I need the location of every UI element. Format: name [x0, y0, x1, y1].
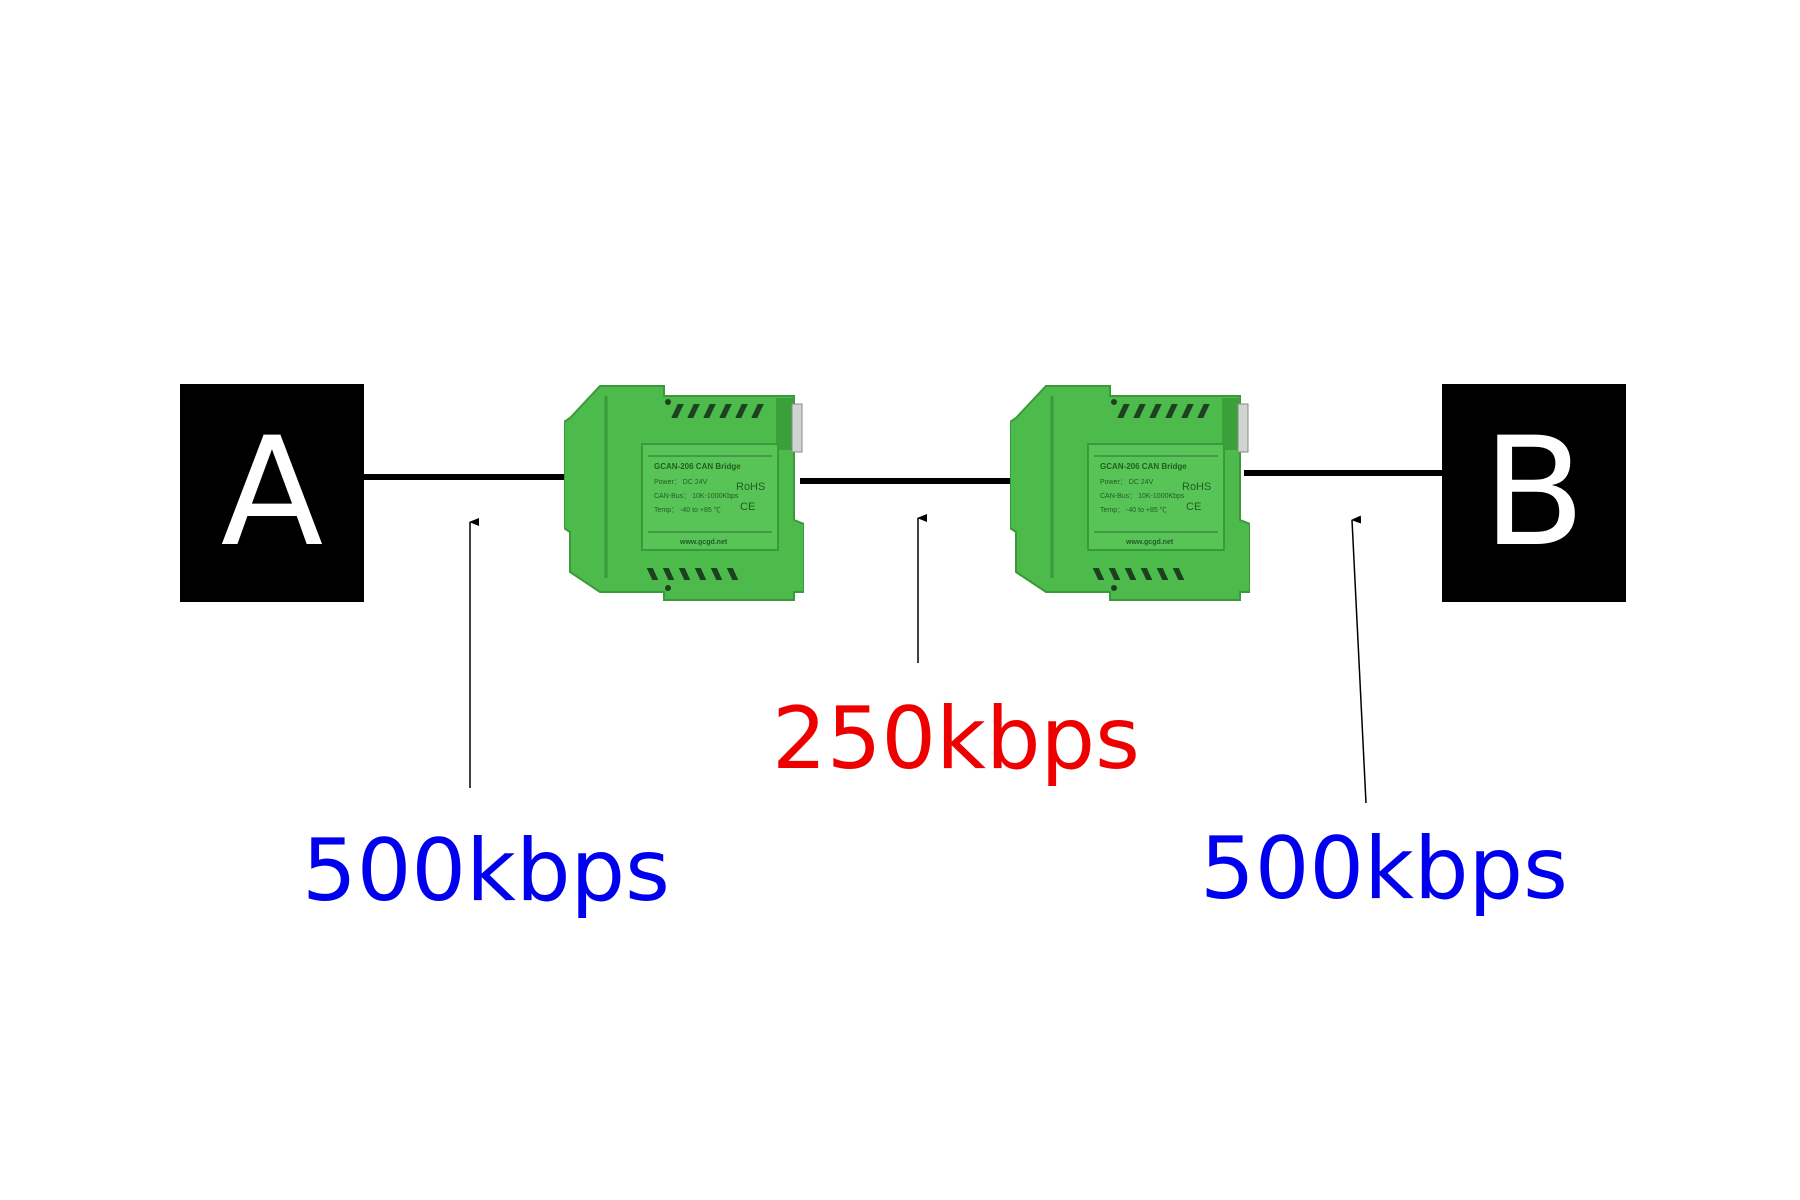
can-bridge-device-1: GCAN-206 CAN Bridge Power： DC 24V CAN-Bu…	[563, 382, 805, 604]
arrow-right-rate	[1351, 515, 1367, 804]
device-1-ce: CE	[740, 501, 755, 513]
can-bridge-device-1-graphic	[563, 385, 805, 601]
device-1-website: www.gcgd.net	[679, 539, 728, 546]
can-bridge-device-1-text: GCAN-206 CAN Bridge Power： DC 24V CAN-Bu…	[654, 462, 765, 546]
device-1-title: GCAN-206 CAN Bridge	[654, 462, 741, 471]
device-1-canbus: CAN-Bus： 10K-1000Kbps	[654, 493, 739, 500]
device-2-canbus: CAN-Bus： 10K-1000Kbps	[1100, 493, 1185, 500]
rate-label-left: 500kbps	[302, 821, 670, 921]
device-2-ce: CE	[1186, 501, 1201, 513]
can-bridge-device-2: GCAN-206 CAN Bridge Power： DC 24V CAN-Bu…	[1009, 382, 1251, 604]
device-1-rohs: RoHS	[736, 481, 765, 493]
device-2-temp: Temp： -40 to +85 ℃	[1100, 506, 1167, 514]
rate-label-right: 500kbps	[1200, 819, 1568, 919]
can-bridge-device-2-text: GCAN-206 CAN Bridge Power： DC 24V CAN-Bu…	[1100, 462, 1211, 546]
node-b-label: B	[1482, 406, 1586, 580]
node-a-label: A	[220, 406, 324, 580]
device-2-website: www.gcgd.net	[1125, 539, 1174, 546]
node-a-box: A	[180, 384, 364, 602]
node-b-box: B	[1442, 384, 1626, 602]
bus-line-a-to-bridge1	[364, 474, 570, 480]
device-2-rohs: RoHS	[1182, 481, 1211, 493]
device-1-power: Power： DC 24V	[654, 479, 708, 486]
rate-label-middle: 250kbps	[772, 689, 1140, 789]
device-2-title: GCAN-206 CAN Bridge	[1100, 462, 1187, 471]
bus-line-bridge2-to-b	[1244, 470, 1442, 476]
bus-line-bridge1-to-bridge2	[800, 478, 1016, 484]
device-1-temp: Temp： -40 to +85 ℃	[654, 506, 721, 514]
can-bridge-device-2-graphic	[1009, 385, 1251, 601]
device-2-power: Power： DC 24V	[1100, 479, 1154, 486]
